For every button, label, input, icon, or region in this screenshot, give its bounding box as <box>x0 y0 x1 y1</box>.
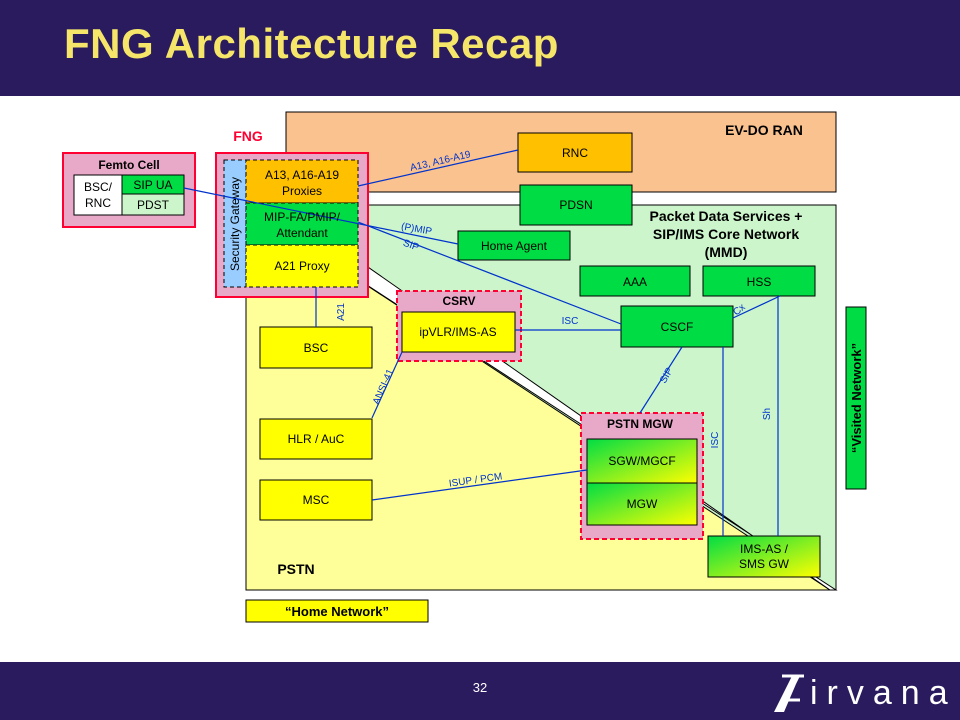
link-sip-cscf <box>357 221 622 325</box>
slide-title: FNG Architecture Recap <box>64 20 559 67</box>
home-agent-box <box>457 230 571 261</box>
a21-proxy-box <box>245 244 359 288</box>
sip-link-label-1: SIP <box>401 238 420 254</box>
aaa-box <box>579 265 691 297</box>
pstn-label: PSTN <box>277 561 314 577</box>
cscf-label: CSCF <box>661 320 694 334</box>
pdst-box <box>121 193 185 216</box>
interface-links <box>183 149 781 536</box>
mip-fa-line1: MIP-FA/PMIP/ <box>264 210 341 224</box>
link-ansi41 <box>371 351 403 419</box>
sip-ua-label: SIP UA <box>133 178 172 192</box>
bsc-label: BSC <box>304 341 329 355</box>
visited-network-label: “Visited Network” <box>849 343 864 453</box>
mip-fa-box <box>245 202 359 246</box>
pstn-mgw-label: PSTN MGW <box>607 417 674 431</box>
pdst-label: PDST <box>137 198 170 212</box>
a13-proxies-box <box>245 159 359 204</box>
sgw-mgcf-label: SGW/MGCF <box>608 454 675 468</box>
csrv-label: CSRV <box>442 294 475 308</box>
sh-link-label: Sh <box>762 408 773 420</box>
footer-bar <box>0 662 960 720</box>
rnc-label: RNC <box>562 146 588 160</box>
hss-box <box>702 265 816 297</box>
isc-link-label-1: ISC <box>562 316 579 327</box>
packet-label-3: (MMD) <box>705 244 748 260</box>
packet-label-2: SIP/IMS Core Network <box>653 226 799 242</box>
home-agent-label: Home Agent <box>481 239 548 253</box>
ims-as-box <box>707 535 821 578</box>
sgw-mgcf-box <box>586 438 698 484</box>
link-sip-mgw <box>639 346 683 414</box>
pdsn-label: PDSN <box>559 198 592 212</box>
link-a13 <box>357 149 519 187</box>
logo-text: irvana <box>810 674 957 712</box>
ipvlr-label: ipVLR/IMS-AS <box>419 325 496 339</box>
rnc-box <box>517 132 633 173</box>
link-femto-ha <box>183 187 459 245</box>
aaa-label: AAA <box>623 275 647 289</box>
ipvlr-box <box>401 311 516 353</box>
a21-link-label: A21 <box>336 303 347 321</box>
visited-network-label-box <box>845 306 867 490</box>
home-network-label: “Home Network” <box>285 604 389 619</box>
bsc-rnc-line2: RNC <box>85 196 111 210</box>
msc-label: MSC <box>303 493 330 507</box>
isc-link-label-2: ISC <box>710 432 721 449</box>
home-network-label-box <box>245 599 429 623</box>
a13-proxies-line1: A13, A16-A19 <box>265 168 339 182</box>
cscf-box <box>620 305 734 348</box>
bsc-rnc-line1: BSC/ <box>84 180 113 194</box>
a13-proxies-line2: Proxies <box>282 184 322 198</box>
ims-as-line1: IMS-AS / <box>740 542 789 556</box>
mip-fa-line2: Attendant <box>276 226 328 240</box>
mgw-box <box>586 482 698 526</box>
hss-label: HSS <box>747 275 772 289</box>
header-bar <box>0 0 960 96</box>
bsc-rnc-box <box>73 174 123 216</box>
ims-as-line2: SMS GW <box>739 557 790 571</box>
packet-label-1: Packet Data Services + <box>650 208 803 224</box>
evdo-ran-label: EV-DO RAN <box>725 122 803 138</box>
fng-label: FNG <box>233 128 263 144</box>
pdsn-box <box>519 184 633 226</box>
page-number: 32 <box>472 680 488 695</box>
mgw-label: MGW <box>627 497 658 511</box>
hlr-label: HLR / AuC <box>288 432 345 446</box>
hlr-box <box>259 418 373 460</box>
pmip-link-label: (P)MIP <box>400 221 433 237</box>
a21-proxy-label: A21 Proxy <box>274 259 329 273</box>
femto-cell-title: Femto Cell <box>98 158 159 172</box>
bsc-box <box>259 326 373 369</box>
link-cx <box>732 295 781 319</box>
link-isup <box>371 469 588 501</box>
airvana-logo <box>774 674 804 712</box>
msc-box <box>259 479 373 521</box>
security-gateway-label: Security Gateway <box>228 177 242 271</box>
